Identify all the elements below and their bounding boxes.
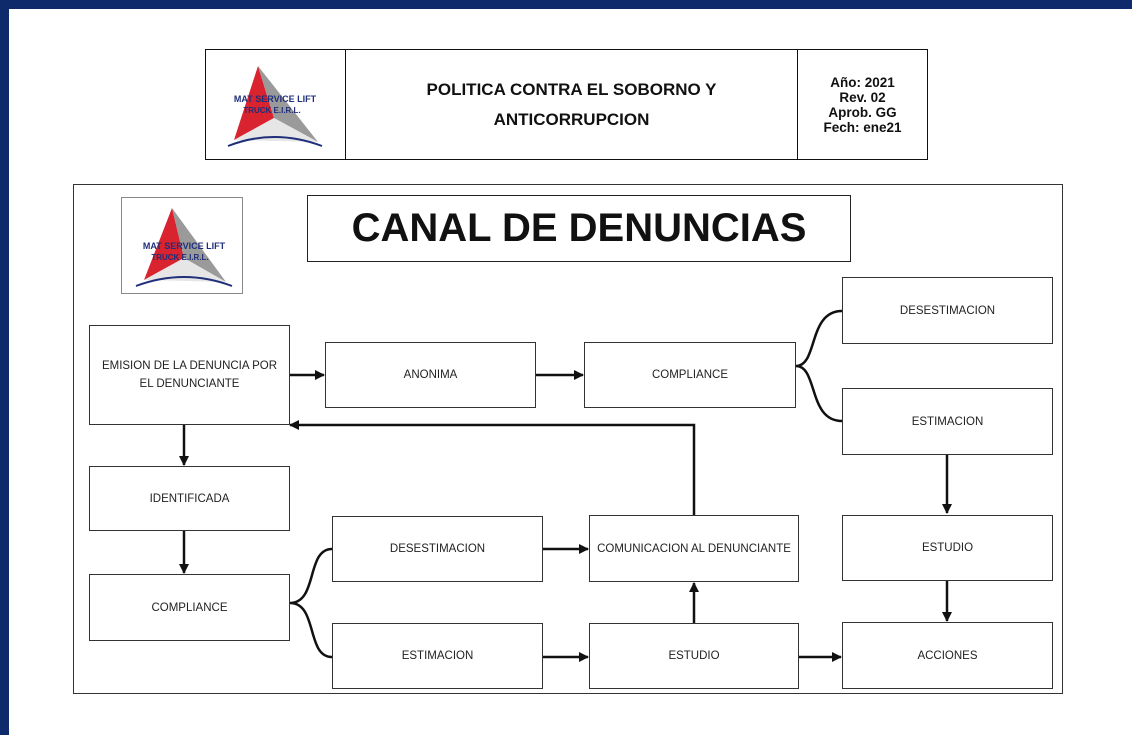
diagram-logo: MAT SERVICE LIFT TRUCK E.I.R.L. xyxy=(121,197,243,294)
node-acciones: ACCIONES xyxy=(842,622,1053,689)
node-identificada: IDENTIFICADA xyxy=(89,466,290,531)
diagram-logo-gray-triangle xyxy=(172,208,226,282)
node-estimacion-top: ESTIMACION xyxy=(842,388,1053,455)
diagram-logo-red-triangle xyxy=(144,208,184,280)
meta-revision: Rev. 02 xyxy=(839,89,886,105)
logo-graphic: MAT SERVICE LIFT TRUCK E.I.R.L. xyxy=(227,66,323,147)
logo-red-triangle xyxy=(234,66,274,140)
node-comunicacion: COMUNICACION AL DENUNCIANTE xyxy=(589,515,799,582)
meta-approval: Aprob. GG xyxy=(828,104,897,120)
logo-text-line2: TRUCK E.I.R.L. xyxy=(243,106,300,115)
diagram-logo-text-line2: TRUCK E.I.R.L. xyxy=(151,253,208,262)
logo-gray-triangle xyxy=(258,66,318,142)
node-anonima: ANONIMA xyxy=(325,342,536,408)
node-desestimacion-top: DESESTIMACION xyxy=(842,277,1053,344)
node-compliance-top: COMPLIANCE xyxy=(584,342,796,408)
document-header: MAT SERVICE LIFT TRUCK E.I.R.L. POLITICA… xyxy=(205,49,928,160)
logo-arc xyxy=(227,136,323,147)
logo-light-triangle xyxy=(234,118,318,142)
header-title-line2: ANTICORRUPCION xyxy=(493,109,650,129)
logo-text-line1: MAT SERVICE LIFT xyxy=(234,94,317,104)
diagram-logo-light-triangle xyxy=(144,258,226,282)
node-compliance-bottom: COMPLIANCE xyxy=(89,574,290,641)
header-meta-cell: Año: 2021 Rev. 02 Aprob. GG Fech: ene21 xyxy=(798,50,927,159)
header-title-line1: POLITICA CONTRA EL SOBORNO Y xyxy=(426,79,717,99)
node-estimacion-bottom: ESTIMACION xyxy=(332,623,543,689)
node-estudio-bottom: ESTUDIO xyxy=(589,623,799,689)
diagram-logo-graphic: MAT SERVICE LIFT TRUCK E.I.R.L. xyxy=(135,208,233,287)
node-desestimacion-mid: DESESTIMACION xyxy=(332,516,543,582)
meta-year: Año: 2021 xyxy=(830,74,895,90)
node-emision: EMISION DE LA DENUNCIA POR EL DENUNCIANT… xyxy=(89,325,290,425)
node-estudio-right: ESTUDIO xyxy=(842,515,1053,581)
diagram-logo-arc xyxy=(135,276,233,287)
header-title-cell: POLITICA CONTRA EL SOBORNO Y ANTICORRUPC… xyxy=(346,50,798,159)
diagram-title: CANAL DE DENUNCIAS xyxy=(307,195,851,262)
company-logo: MAT SERVICE LIFT TRUCK E.I.R.L. xyxy=(206,50,346,159)
header-title: POLITICA CONTRA EL SOBORNO Y ANTICORRUPC… xyxy=(407,75,737,135)
diagram-logo-text-line1: MAT SERVICE LIFT xyxy=(143,241,226,251)
meta-date: Fech: ene21 xyxy=(823,119,902,135)
